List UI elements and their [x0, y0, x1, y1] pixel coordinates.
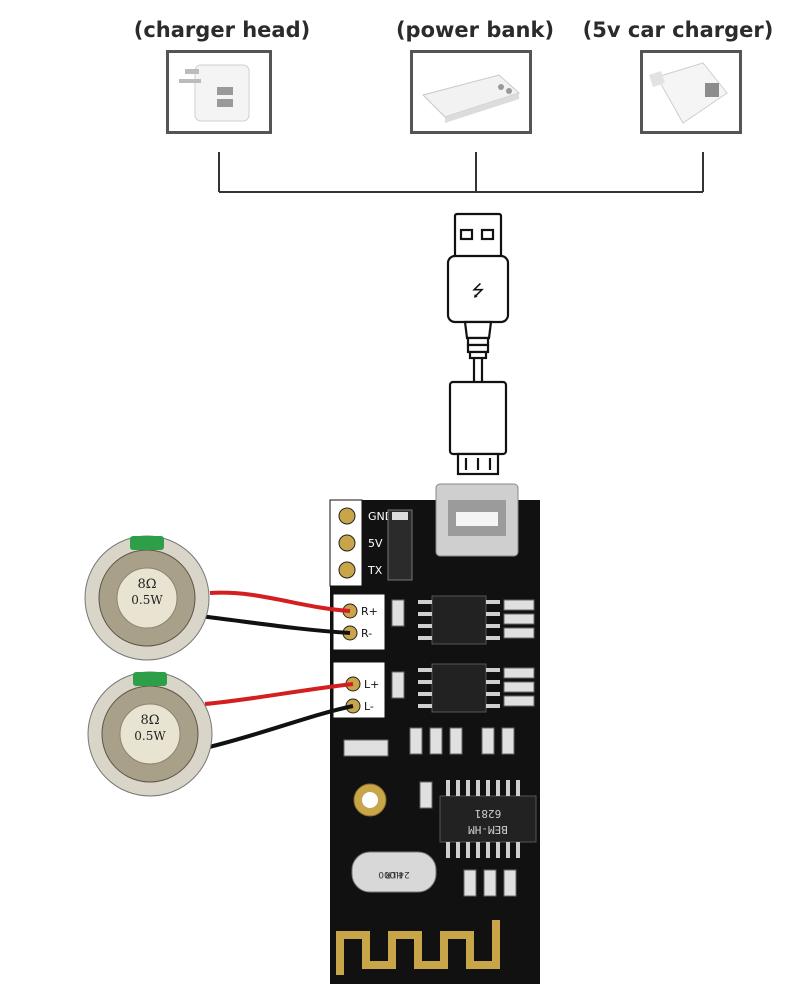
- power-bank-box: [410, 50, 532, 134]
- car-charger-box: [640, 50, 742, 134]
- speaker-left-impedance: 8Ω: [140, 713, 159, 728]
- chip-code: BEM-HM: [468, 823, 508, 836]
- bt-chip: [439, 795, 537, 843]
- car-charger-icon: [649, 62, 728, 124]
- bluetooth-audio-board: GND 5V TX R+ R- L+ L-: [329, 483, 540, 984]
- label-l-plus: L+: [364, 678, 379, 691]
- label-charger-head: (charger head): [133, 18, 311, 42]
- pin-label-gnd: GND: [368, 510, 393, 523]
- speaker-right: 8Ω 0.5W: [84, 535, 210, 661]
- amp-chip-right: [431, 595, 487, 645]
- amp-chip-left: [431, 663, 487, 713]
- pin-5v: [338, 534, 356, 552]
- usb-cable: ⭍: [446, 212, 510, 476]
- pcb-antenna: [336, 920, 500, 975]
- label-l-minus: L-: [364, 700, 374, 713]
- speaker-left-power: 0.5W: [134, 729, 166, 743]
- pin-label-5v: 5V: [368, 537, 383, 550]
- pin-gnd: [338, 507, 356, 525]
- crystal: [351, 851, 437, 893]
- charger-head-icon: [179, 64, 250, 122]
- label-r-plus: R+: [361, 605, 378, 618]
- pin-label-tx: TX: [367, 564, 383, 577]
- speaker-right-power: 0.5W: [131, 593, 163, 607]
- power-bank-icon: [422, 74, 520, 123]
- connector-bracket: [218, 152, 704, 193]
- usb-symbol-icon: ⭍: [471, 281, 484, 300]
- chip-code-2: 6281: [475, 807, 502, 820]
- label-power-bank: (power bank): [395, 18, 555, 42]
- speaker-right-impedance: 8Ω: [137, 577, 156, 592]
- speaker-wires: [199, 590, 354, 750]
- charger-head-box: [166, 50, 272, 134]
- label-car-charger: (5v car charger): [582, 18, 774, 42]
- svg-text:HLR: HLR: [385, 869, 403, 879]
- label-r-minus: R-: [361, 627, 372, 640]
- speaker-left: 8Ω 0.5W: [87, 671, 213, 797]
- pin-tx: [338, 561, 356, 579]
- svg-text:24.000: 24.000: [378, 869, 410, 879]
